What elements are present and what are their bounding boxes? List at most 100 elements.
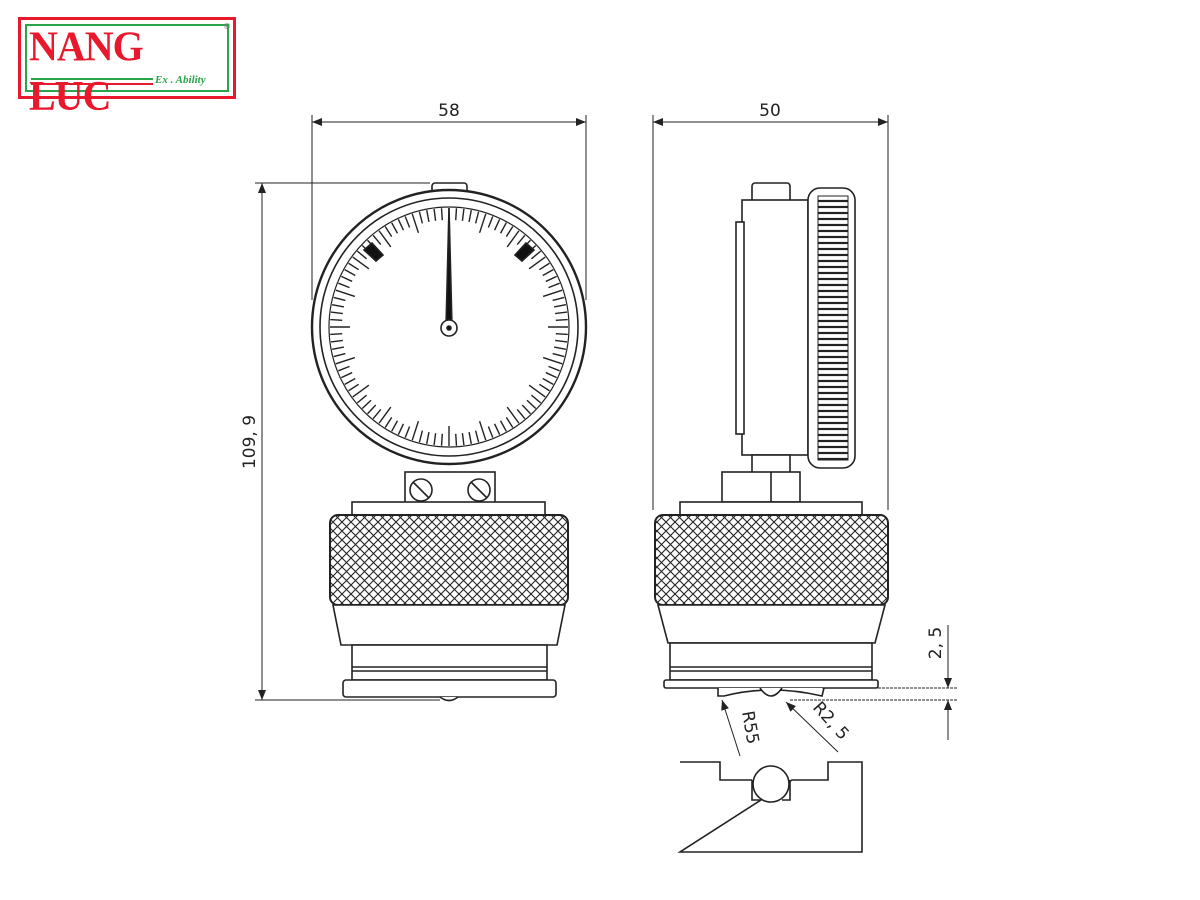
base-plate — [342, 679, 557, 698]
screw-left — [409, 478, 433, 502]
dim-58-label: 58 — [438, 101, 460, 121]
dial-tick — [493, 219, 501, 231]
side-view — [654, 182, 889, 853]
dial-tick — [538, 383, 550, 392]
dial-tick — [555, 339, 568, 343]
dial-tick — [552, 352, 565, 358]
dial-tick — [461, 208, 465, 221]
dial-tick — [468, 209, 472, 223]
dial-tick — [468, 431, 472, 445]
dial-tick — [335, 356, 356, 365]
logo-green-line — [31, 78, 153, 80]
dial-back — [735, 221, 745, 435]
lower-body — [351, 644, 548, 681]
bezel-knurl — [817, 195, 849, 461]
dial-tick — [330, 318, 343, 321]
dial-tick — [404, 426, 411, 438]
registered-mark: ® — [223, 22, 231, 31]
dial-tick — [338, 282, 350, 289]
dial-tick — [499, 420, 507, 432]
dial-tick — [530, 394, 542, 404]
dial-tick — [333, 352, 346, 358]
dial-tick — [455, 433, 458, 446]
dial-tick — [335, 289, 356, 298]
dial-tick — [404, 216, 411, 228]
dim-2-5-label: 2, 5 — [926, 627, 946, 659]
specimen-block — [677, 761, 863, 853]
dial-tick — [521, 404, 531, 415]
dial-tick — [528, 256, 546, 270]
dial-tick — [330, 333, 343, 336]
dial-tick — [542, 377, 554, 385]
logo-frame — [25, 24, 229, 92]
dial-tick — [493, 423, 501, 435]
dial-tick — [397, 219, 405, 231]
dial-tick — [426, 209, 430, 223]
dial-tick — [455, 208, 458, 221]
dial-tick — [474, 211, 480, 224]
dial-tick — [542, 356, 563, 365]
dial-tick — [384, 416, 393, 428]
dial-tick — [440, 433, 443, 446]
dial-tick — [344, 269, 356, 277]
dim-50-label: 50 — [759, 101, 781, 121]
dial-tick — [553, 346, 567, 350]
dial-tick — [487, 426, 494, 438]
dial-tick — [555, 311, 568, 315]
r2-5-label: R2, 5 — [808, 698, 852, 744]
dial-tick — [538, 262, 550, 271]
dial-tick — [555, 318, 568, 321]
side-base-plate — [663, 679, 879, 689]
dial-tick — [397, 423, 405, 435]
dial-tick — [330, 339, 343, 343]
dial-tick — [516, 234, 526, 246]
dial-tick — [548, 365, 560, 372]
dial-tick — [545, 275, 557, 283]
dial-tick — [352, 256, 370, 270]
front-view — [310, 182, 588, 702]
needle-pivot — [446, 325, 452, 331]
dial-tick — [505, 416, 514, 428]
dial-tick — [367, 404, 377, 415]
indenter-tip — [439, 696, 459, 702]
dial-tick — [440, 208, 443, 221]
limit-marker-right — [513, 241, 536, 263]
ball-seat — [751, 780, 791, 801]
dim-height-label: 109, 9 — [240, 415, 260, 469]
dial-tick — [542, 289, 563, 298]
dial-tick — [411, 213, 420, 234]
dial-housing — [741, 199, 809, 456]
dial-tick — [384, 226, 393, 238]
limit-marker-left — [362, 241, 385, 263]
dial-tick — [474, 430, 480, 443]
dial-tick — [542, 269, 554, 277]
dial-tick — [391, 222, 399, 234]
dial-tick — [528, 384, 546, 398]
dial-tick — [548, 282, 560, 289]
r2-5-leader — [785, 701, 839, 753]
dial-tick — [499, 222, 507, 234]
dial-tick — [378, 230, 392, 248]
dial-tick — [356, 250, 368, 260]
side-flared-section — [656, 604, 887, 644]
dial-tick — [331, 346, 345, 350]
r55-label: R55 — [737, 709, 763, 745]
brand-logo: NANG LUC ® Ex . Ability — [18, 17, 236, 119]
dial-tick — [545, 371, 557, 379]
logo-red-line — [31, 83, 153, 85]
dial-tick — [506, 230, 520, 248]
dial-tick — [348, 383, 360, 392]
dial-tick — [348, 262, 360, 271]
side-bracket — [721, 471, 801, 503]
dial-tick — [530, 250, 542, 260]
side-lower-body — [669, 642, 873, 681]
dial-tick — [361, 399, 372, 409]
dial-tick — [331, 304, 345, 308]
dial-tick — [418, 430, 424, 443]
dial-tick — [478, 420, 487, 441]
dial-tick — [552, 296, 565, 302]
dial-tick — [487, 216, 494, 228]
dial-tick — [461, 433, 465, 446]
dial-tick — [516, 408, 526, 420]
